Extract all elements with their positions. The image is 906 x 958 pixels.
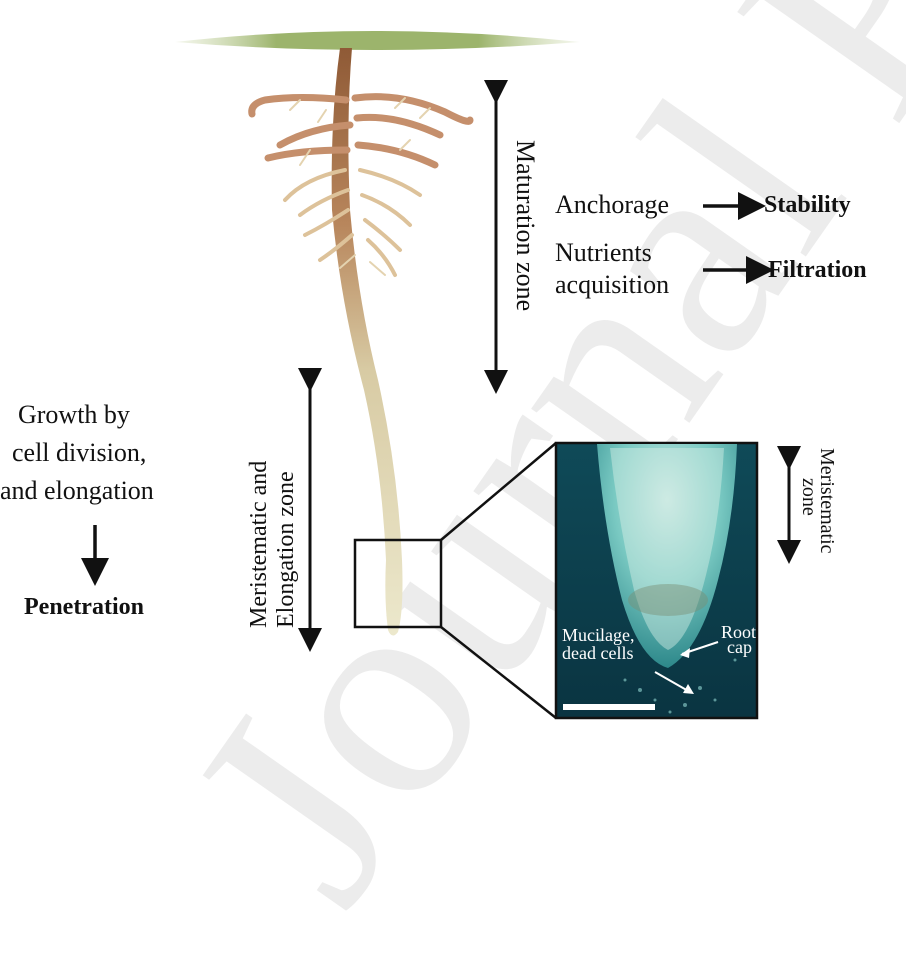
inset-micrograph (556, 443, 757, 718)
maturation-zone-label: Maturation zone (510, 140, 540, 311)
nutrients-label-1: Nutrients (555, 238, 652, 268)
growth-label-3: and elongation (0, 476, 154, 506)
shoot-band (175, 31, 580, 50)
penetration-label: Penetration (24, 594, 144, 621)
meristematic-elongation-label-1: Meristematic and (246, 461, 273, 628)
mucilage-label-1: Mucilage, (562, 626, 634, 644)
root-zones-figure: Journal Pre-proof (0, 0, 906, 720)
anchorage-label: Anchorage (555, 190, 669, 220)
main-root (332, 48, 403, 636)
growth-label-1: Growth by (18, 400, 130, 430)
rootcap-label-2: cap (727, 638, 752, 656)
lateral-roots (252, 97, 470, 275)
filtration-label: Filtration (768, 257, 867, 284)
scale-bar (563, 704, 655, 710)
meristematic-zone-label-2: zone (797, 478, 820, 516)
zoom-line-top (441, 443, 556, 540)
meristematic-elongation-label-2: Elongation zone (273, 471, 300, 628)
mucilage-label-2: dead cells (562, 644, 633, 662)
growth-label-2: cell division, (12, 438, 146, 468)
nutrients-label-2: acquisition (555, 270, 669, 300)
zoom-line-bottom (441, 627, 556, 718)
stability-label: Stability (764, 192, 851, 219)
